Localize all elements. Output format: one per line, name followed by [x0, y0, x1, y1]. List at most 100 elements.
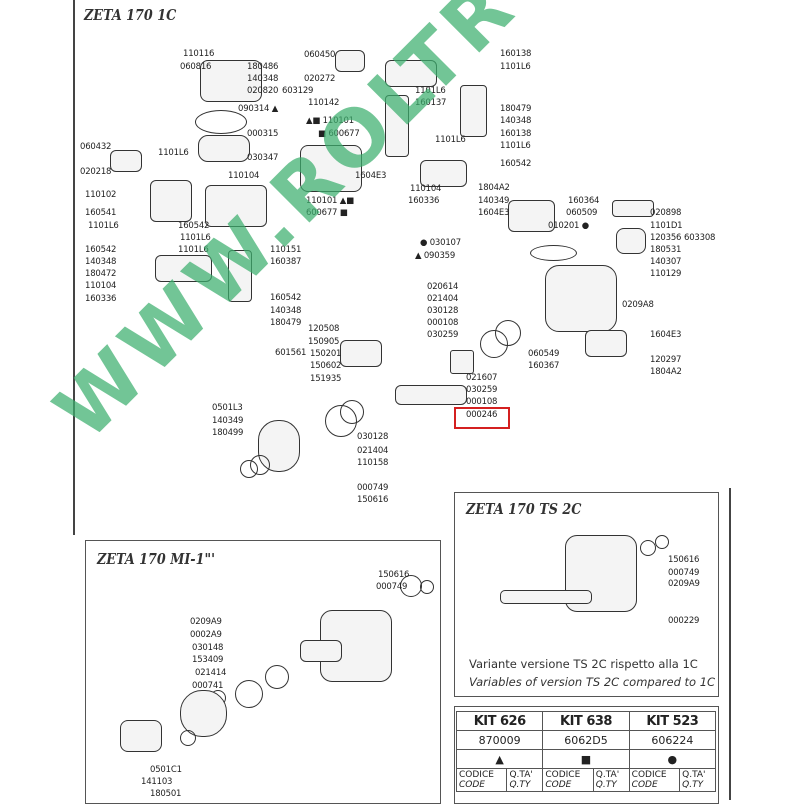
o-ring-part [235, 680, 263, 708]
qty-header: Q.TA'Q.TY [679, 768, 716, 792]
pump-part [300, 640, 342, 662]
part-code-label: 000108 [466, 397, 498, 407]
part-code-label: ■ 600677 [318, 129, 360, 139]
part-code-label: 110102 [85, 190, 117, 200]
ts2c-frame [454, 492, 719, 697]
pump-part [385, 60, 437, 87]
part-code-label: 160137 [415, 98, 447, 108]
pump-part [120, 720, 162, 752]
part-code-label: ● 030107 [420, 238, 461, 248]
frame-line-right [729, 488, 731, 800]
part-code-label: 1101L6 [178, 245, 209, 255]
pump-part [616, 228, 646, 254]
part-code-label: 140348 [500, 116, 532, 126]
part-code-label: 110104 [85, 281, 117, 291]
qty-header: Q.TA'Q.TY [506, 768, 544, 792]
part-code-label: 160542 [85, 245, 117, 255]
part-code-label: 020218 [80, 167, 112, 177]
kit-code: 606224 [628, 730, 717, 750]
part-code-label: ▲ 090359 [415, 251, 456, 261]
part-code-label: 0002A9 [190, 630, 222, 640]
part-code-label: 030347 [247, 153, 279, 163]
part-code-label: 180479 [270, 318, 302, 328]
part-code-label: 140348 [85, 257, 117, 267]
part-code-label: 110142 [308, 98, 340, 108]
part-code-label: 600677 ■ [306, 208, 348, 218]
o-ring-part [340, 400, 364, 424]
part-code-label: 160542 [270, 293, 302, 303]
part-code-label: 060509 [566, 208, 598, 218]
part-code-label: 110151 [270, 245, 302, 255]
pump-part [460, 85, 487, 137]
part-code-label: 120356 [650, 233, 682, 243]
pump-part [450, 350, 474, 374]
frame-line-left [73, 0, 75, 535]
pump-part [110, 150, 142, 172]
part-code-label: 0209A9 [190, 617, 222, 627]
part-code-label: 110104 [228, 171, 260, 181]
part-code-label: 180479 [500, 104, 532, 114]
part-code-label: 110129 [650, 269, 682, 279]
part-code-label: 090314 ▲ [238, 104, 279, 114]
kit-table: KIT 626 KIT 638 KIT 523 870009 6062D5 60… [455, 711, 717, 792]
part-code-label: 000749 [376, 582, 408, 592]
qty-header: Q.TA'Q.TY [592, 768, 630, 792]
part-code-label: 030259 [427, 330, 459, 340]
part-code-label: 021414 [195, 668, 227, 678]
pump-part [395, 385, 467, 405]
part-code-label: 140348 [247, 74, 279, 84]
highlighted-part-code-box [454, 407, 510, 429]
part-code-label: 000315 [247, 129, 279, 139]
part-code-label: 180486 [247, 62, 279, 72]
part-code-label: 1101L6 [415, 86, 446, 96]
title-zeta-170-ts2c: ZETA 170 TS 2C [466, 500, 582, 518]
part-code-label: 150201 [310, 349, 342, 359]
part-code-label: 160542 [178, 221, 210, 231]
part-code-label: 021607 [466, 373, 498, 383]
part-code-label: 000229 [668, 616, 700, 626]
part-code-label: 160387 [270, 257, 302, 267]
part-code-label: 1101D1 [650, 221, 683, 231]
part-code-label: 180501 [150, 789, 182, 799]
pump-part [205, 185, 267, 227]
part-code-label: 120508 [308, 324, 340, 334]
part-code-label: 0501C1 [150, 765, 182, 775]
o-ring-part [655, 535, 669, 549]
part-code-label: 0209A8 [622, 300, 654, 310]
kit-name: KIT 638 [542, 711, 630, 731]
part-code-label: 153409 [192, 655, 224, 665]
part-code-label: ▲■ 110101 [306, 116, 354, 126]
pump-part [335, 50, 365, 72]
part-code-label: 0501L3 [212, 403, 243, 413]
ts2c-note-english: Variables of version TS 2C compared to 1… [469, 675, 716, 689]
part-code-label: 110101 ▲■ [306, 196, 354, 206]
part-code-label: 020820 [247, 86, 279, 96]
part-code-label: 110104 [410, 184, 442, 194]
circle-icon: ● [628, 749, 717, 769]
part-code-label: 060450 [304, 50, 336, 60]
part-code-label: 010201 ● [548, 221, 589, 231]
part-code-label: 160138 [500, 129, 532, 139]
part-code-label: 140349 [212, 416, 244, 426]
pump-part [508, 200, 555, 232]
part-code-label: 030148 [192, 643, 224, 653]
part-code-label: 000246 [466, 410, 498, 420]
part-code-label: 030128 [357, 432, 389, 442]
part-code-label: 150905 [308, 337, 340, 347]
part-code-label: 150616 [357, 495, 389, 505]
part-code-label: 1101L6 [158, 148, 189, 158]
part-code-label: 000749 [357, 483, 389, 493]
part-code-label: 120297 [650, 355, 682, 365]
part-code-label: 140307 [650, 257, 682, 267]
part-code-label: 030259 [466, 385, 498, 395]
pump-part [500, 590, 592, 604]
kit-code: 6062D5 [542, 730, 630, 750]
part-code-label: 000741 [192, 681, 224, 691]
part-code-label: 160336 [408, 196, 440, 206]
kit-name: KIT 626 [455, 711, 544, 731]
pump-part [385, 95, 409, 157]
title-zeta-170-mi1: ZETA 170 MI-1"' [97, 550, 215, 568]
part-code-label: 160336 [85, 294, 117, 304]
